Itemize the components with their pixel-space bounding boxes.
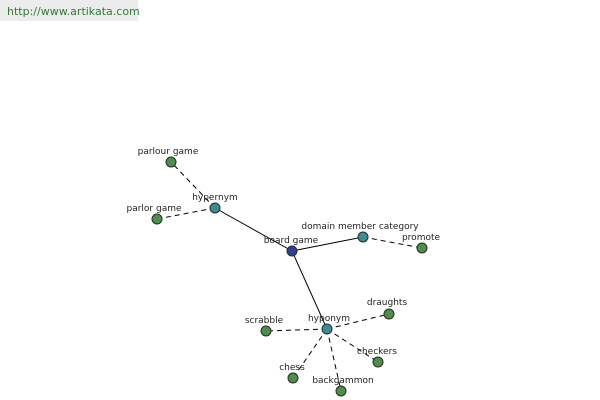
leaf-node-draughts[interactable] xyxy=(383,308,395,320)
leaf-label-parlour-game[interactable]: parlour game xyxy=(138,147,199,157)
edge-hyponym-to-chess xyxy=(292,328,328,379)
leaf-node-checkers[interactable] xyxy=(372,356,384,368)
graph-labels: board game hypernym domain member category… xyxy=(126,147,440,386)
edge-hyponym-to-draughts xyxy=(326,313,390,330)
relation-label-domain-member-category[interactable]: domain member category xyxy=(301,222,419,232)
edge-hyponym-to-scrabble xyxy=(265,328,328,332)
relation-label-hypernym[interactable]: hypernym xyxy=(192,193,238,203)
relation-node-hyponym[interactable] xyxy=(321,323,333,335)
leaf-node-scrabble[interactable] xyxy=(260,325,272,337)
relation-label-hyponym[interactable]: hyponym xyxy=(308,314,350,324)
edge-board-game-to-hypernym xyxy=(214,207,293,252)
url-bar: http://www.artikata.com xyxy=(0,0,140,21)
graph-edges xyxy=(156,161,423,392)
leaf-label-checkers[interactable]: checkers xyxy=(357,347,397,357)
leaf-label-promote[interactable]: promote xyxy=(402,233,441,243)
leaf-node-parlor-game[interactable] xyxy=(151,213,163,225)
leaf-node-parlour-game[interactable] xyxy=(165,156,177,168)
leaf-label-chess[interactable]: chess xyxy=(279,363,305,373)
leaf-node-backgammon[interactable] xyxy=(335,385,347,397)
graph-nodes xyxy=(151,156,428,397)
leaf-node-chess[interactable] xyxy=(287,372,299,384)
center-node-board-game[interactable] xyxy=(286,245,298,257)
edge-board-game-to-hyponym xyxy=(291,250,328,330)
leaf-label-scrabble[interactable]: scrabble xyxy=(245,316,284,326)
leaf-node-promote[interactable] xyxy=(416,242,428,254)
edge-domain-member-category-to-promote xyxy=(362,236,423,249)
edge-hypernym-to-parlour-game xyxy=(170,161,216,209)
edge-hyponym-to-checkers xyxy=(326,328,379,363)
edge-board-game-to-domain-member-category xyxy=(291,236,364,252)
leaf-label-draughts[interactable]: draughts xyxy=(367,298,408,308)
leaf-label-backgammon[interactable]: backgammon xyxy=(312,376,373,386)
edge-hypernym-to-parlor-game xyxy=(156,207,216,220)
leaf-label-parlor-game[interactable]: parlor game xyxy=(126,204,181,214)
relation-node-hypernym[interactable] xyxy=(209,202,221,214)
relation-node-domain-member-category[interactable] xyxy=(357,231,369,243)
edge-hyponym-to-backgammon xyxy=(326,328,342,392)
site-url-link[interactable]: http://www.artikata.com xyxy=(7,5,140,18)
center-label-board-game[interactable]: board game xyxy=(264,236,319,246)
